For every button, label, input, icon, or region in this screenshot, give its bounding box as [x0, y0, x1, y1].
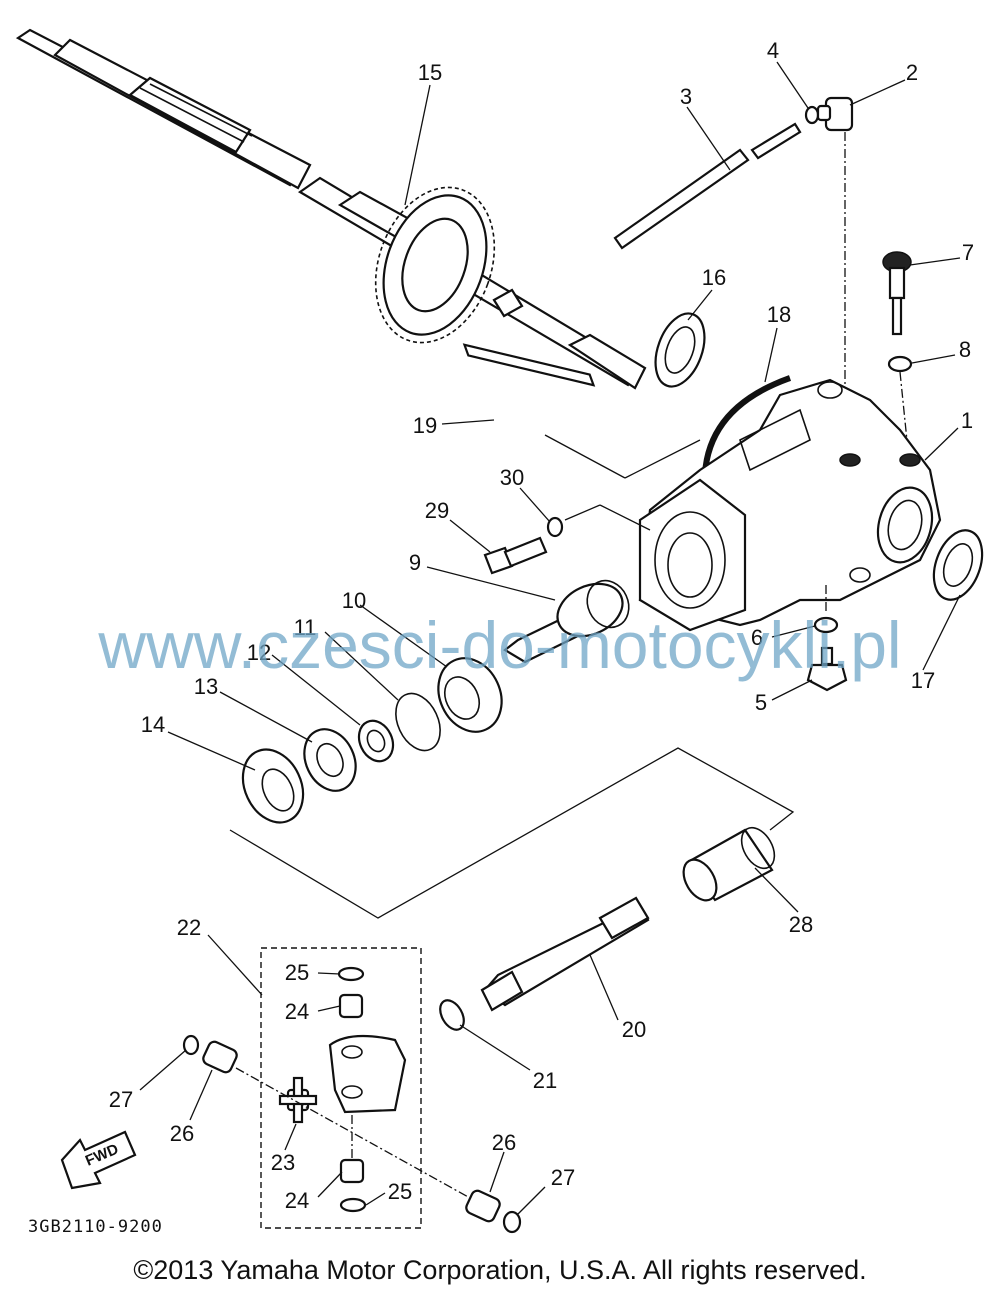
label-19: 19 [413, 413, 437, 438]
label-26-left: 26 [170, 1121, 194, 1146]
label-26-right: 26 [492, 1130, 516, 1155]
label-18: 18 [767, 302, 791, 327]
part-2-breather-fitting [816, 96, 854, 470]
label-9: 9 [409, 550, 421, 575]
part-11-o-ring [395, 692, 441, 752]
part-22-universal-joint-box [260, 947, 422, 1229]
copyright-notice: ©2013 Yamaha Motor Corporation, U.S.A. A… [133, 1255, 867, 1285]
part-6-gasket [813, 585, 839, 634]
label-23: 23 [271, 1150, 295, 1175]
part-25-circlip-lower [339, 1197, 367, 1213]
part-1-gear-case [638, 378, 942, 632]
part-27-washer-right [502, 1210, 522, 1234]
part-28-coupling [682, 826, 776, 902]
label-8: 8 [959, 337, 971, 362]
part-12-bearing [357, 719, 395, 763]
label-21: 21 [533, 1068, 557, 1093]
part-8-gasket [887, 355, 913, 471]
label-25-lower: 25 [388, 1179, 412, 1204]
label-24-upper: 24 [285, 999, 309, 1024]
label-22: 22 [177, 915, 201, 940]
part-21-circlip [439, 999, 465, 1031]
part-17-oil-seal [932, 529, 984, 601]
part-25-circlip-upper [337, 966, 365, 982]
part-15-shaft-ring-gear [15, 28, 647, 390]
part-29-bolt [483, 536, 548, 575]
label-6: 6 [751, 625, 763, 650]
part-16-oil-seal [654, 312, 706, 388]
part-24-bearing-cup-lower [339, 1115, 365, 1184]
part-27-washer-left [182, 1034, 200, 1056]
label-13: 13 [194, 674, 218, 699]
label-16: 16 [702, 265, 726, 290]
drawing-code: 3GB2110-9200 [28, 1217, 163, 1237]
label-28: 28 [789, 912, 813, 937]
label-30: 30 [500, 465, 524, 490]
label-12: 12 [247, 640, 271, 665]
part-5-drain-bolt [806, 646, 848, 692]
label-3: 3 [680, 84, 692, 109]
part-22-yoke [328, 1034, 407, 1114]
label-27-left: 27 [109, 1087, 133, 1112]
part-3-breather-hose [613, 122, 802, 250]
part-10-bearing [437, 657, 503, 733]
part-26-bearing-left [202, 1040, 471, 1199]
label-20: 20 [622, 1017, 646, 1042]
label-1: 1 [961, 408, 973, 433]
label-11: 11 [294, 615, 317, 640]
label-25-upper: 25 [285, 960, 309, 985]
label-4: 4 [767, 38, 779, 63]
label-10: 10 [342, 588, 366, 613]
label-2: 2 [906, 60, 918, 85]
part-13-bearing [303, 728, 357, 792]
part-9-pinion-gear [503, 579, 630, 664]
label-5: 5 [755, 690, 767, 715]
assembly-leader-14-28 [229, 747, 795, 919]
leader-lines [139, 61, 961, 1215]
label-17: 17 [911, 668, 935, 693]
part-4-clip [804, 105, 820, 125]
label-14: 14 [141, 712, 165, 737]
part-23-spider [278, 1076, 318, 1124]
part-19-bolt [462, 288, 701, 479]
label-24-lower: 24 [285, 1188, 309, 1213]
fwd-arrow-icon: FWD [60, 1130, 137, 1190]
part-7-filler-plug [882, 251, 912, 336]
watermark-text: www.czesci-do-motocykli.pl [97, 608, 901, 682]
part-14-ring-nut [241, 748, 305, 824]
part-24-bearing-cup-upper [338, 993, 364, 1019]
part-30-washer [546, 504, 651, 538]
label-27-right: 27 [551, 1165, 575, 1190]
label-15: 15 [418, 60, 442, 85]
label-29: 29 [425, 498, 449, 523]
label-7: 7 [962, 240, 974, 265]
part-labels: 15 3 4 2 7 8 16 18 19 1 30 29 9 10 11 12… [109, 38, 974, 1213]
part-26-bearing-right [465, 1189, 501, 1223]
part-20-drive-shaft [480, 896, 650, 1012]
